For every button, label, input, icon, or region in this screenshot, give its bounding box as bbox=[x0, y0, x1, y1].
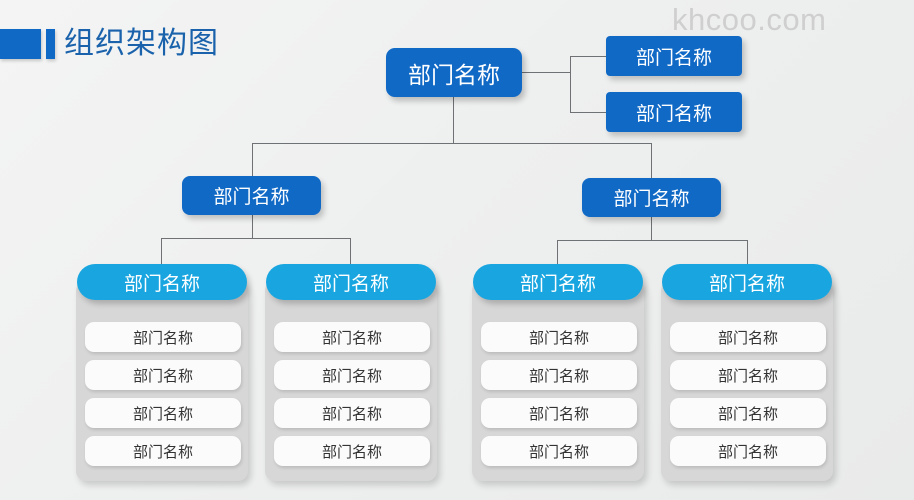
list-item[interactable]: 部门名称 bbox=[85, 398, 241, 428]
connector-level2-left-drop bbox=[252, 143, 253, 176]
list-item[interactable]: 部门名称 bbox=[274, 322, 430, 352]
column-items-4: 部门名称 部门名称 部门名称 部门名称 bbox=[670, 322, 826, 474]
list-item[interactable]: 部门名称 bbox=[85, 436, 241, 466]
list-item[interactable]: 部门名称 bbox=[274, 436, 430, 466]
list-item[interactable]: 部门名称 bbox=[274, 360, 430, 390]
column-items-2: 部门名称 部门名称 部门名称 部门名称 bbox=[274, 322, 430, 474]
connector-l2left-down bbox=[252, 215, 253, 238]
list-item[interactable]: 部门名称 bbox=[481, 398, 637, 428]
connector-l2right-down bbox=[651, 217, 652, 240]
list-item[interactable]: 部门名称 bbox=[274, 398, 430, 428]
page-title: 组织架构图 bbox=[64, 27, 219, 60]
list-item[interactable]: 部门名称 bbox=[670, 322, 826, 352]
node-side-2[interactable]: 部门名称 bbox=[606, 92, 742, 132]
connector-right-spine bbox=[570, 56, 571, 112]
list-item[interactable]: 部门名称 bbox=[670, 398, 826, 428]
list-item[interactable]: 部门名称 bbox=[481, 436, 637, 466]
connector-col-bus-left bbox=[161, 238, 351, 239]
connector-col-bus-right bbox=[557, 240, 747, 241]
column-header-2[interactable]: 部门名称 bbox=[266, 264, 436, 300]
title-accent-block bbox=[0, 29, 41, 59]
connector-col1-drop bbox=[161, 238, 162, 264]
node-level2-left[interactable]: 部门名称 bbox=[182, 176, 321, 215]
connector-level2-bus bbox=[252, 143, 652, 144]
list-item[interactable]: 部门名称 bbox=[85, 360, 241, 390]
list-item[interactable]: 部门名称 bbox=[481, 322, 637, 352]
connector-col4-drop bbox=[747, 240, 748, 264]
connector-side-node-1 bbox=[570, 56, 606, 57]
column-items-1: 部门名称 部门名称 部门名称 部门名称 bbox=[85, 322, 241, 474]
list-item[interactable]: 部门名称 bbox=[670, 436, 826, 466]
connector-col2-drop bbox=[350, 238, 351, 264]
list-item[interactable]: 部门名称 bbox=[481, 360, 637, 390]
connector-root-down bbox=[453, 97, 454, 143]
connector-side-node-2 bbox=[570, 112, 606, 113]
title-accent-bar bbox=[46, 29, 55, 59]
column-header-3[interactable]: 部门名称 bbox=[473, 264, 643, 300]
node-side-1[interactable]: 部门名称 bbox=[606, 36, 742, 76]
column-items-3: 部门名称 部门名称 部门名称 部门名称 bbox=[481, 322, 637, 474]
node-root[interactable]: 部门名称 bbox=[386, 48, 522, 97]
column-header-4[interactable]: 部门名称 bbox=[662, 264, 832, 300]
connector-root-right-horizontal bbox=[522, 72, 570, 73]
connector-col3-drop bbox=[557, 240, 558, 264]
list-item[interactable]: 部门名称 bbox=[670, 360, 826, 390]
watermark-text: khcoo.com bbox=[672, 2, 827, 37]
list-item[interactable]: 部门名称 bbox=[85, 322, 241, 352]
node-level2-right[interactable]: 部门名称 bbox=[582, 178, 721, 217]
column-header-1[interactable]: 部门名称 bbox=[77, 264, 247, 300]
connector-level2-right-drop bbox=[651, 143, 652, 178]
